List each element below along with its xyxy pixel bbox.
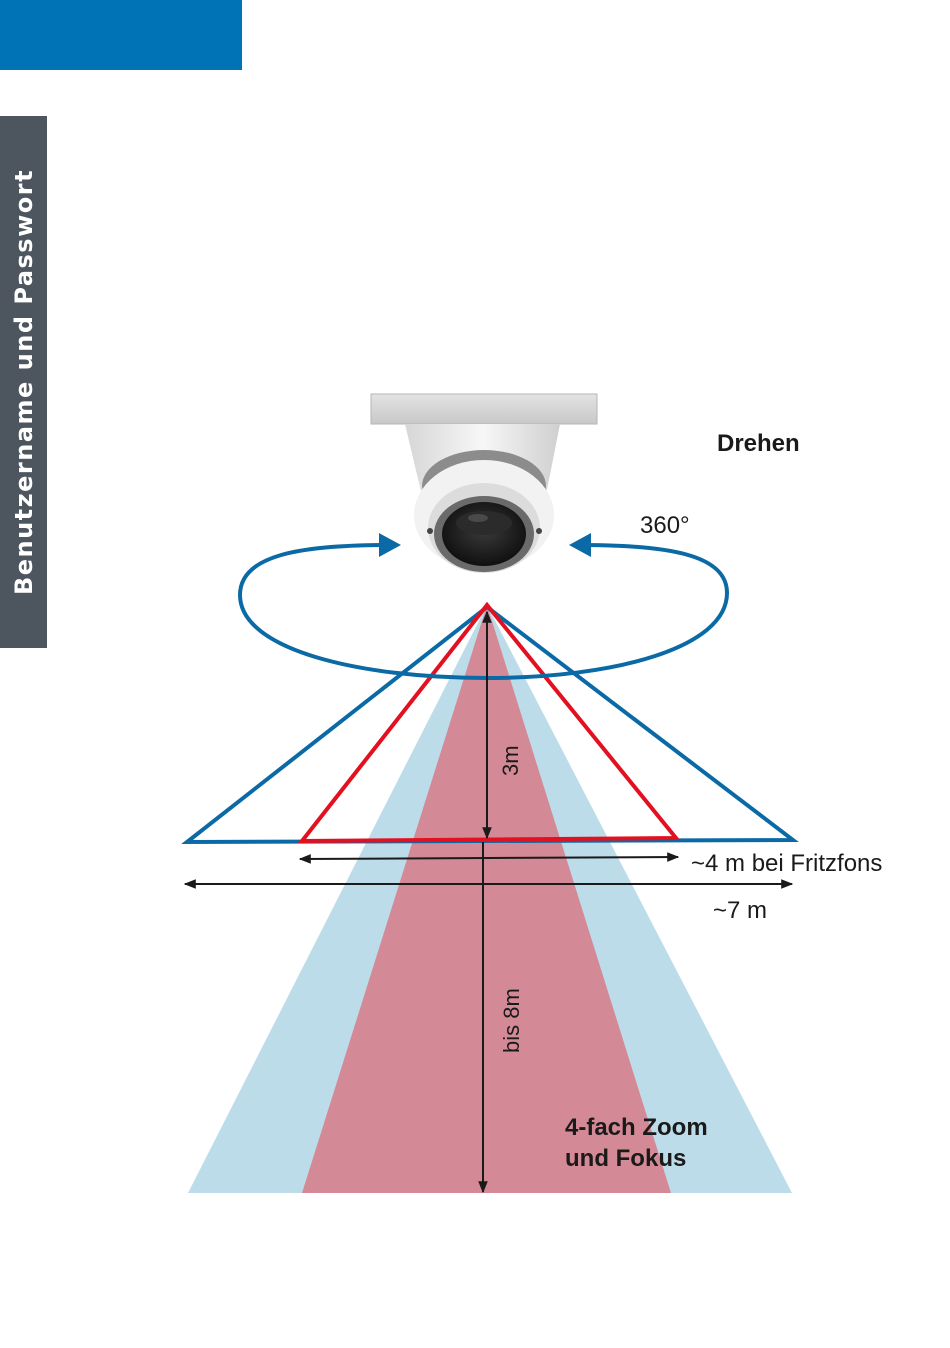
width-fritz-dimension-line <box>300 857 678 859</box>
rotation-arrow-right-icon <box>569 533 591 557</box>
dome-camera-icon <box>371 394 597 573</box>
height-label: 3m <box>498 745 523 776</box>
range-label: bis 8m <box>499 988 524 1053</box>
rotate-title: Drehen <box>717 430 800 457</box>
rotate-angle-label: 360° <box>640 512 690 539</box>
zoom-label-line1: 4-fach Zoom <box>565 1114 708 1141</box>
width-max-label: ~7 m <box>713 897 767 924</box>
rotation-arrow-left-icon <box>379 533 401 557</box>
width-fritz-label: ~4 m bei Fritzfons <box>691 850 882 877</box>
zoom-label-line2: und Fokus <box>565 1145 686 1172</box>
